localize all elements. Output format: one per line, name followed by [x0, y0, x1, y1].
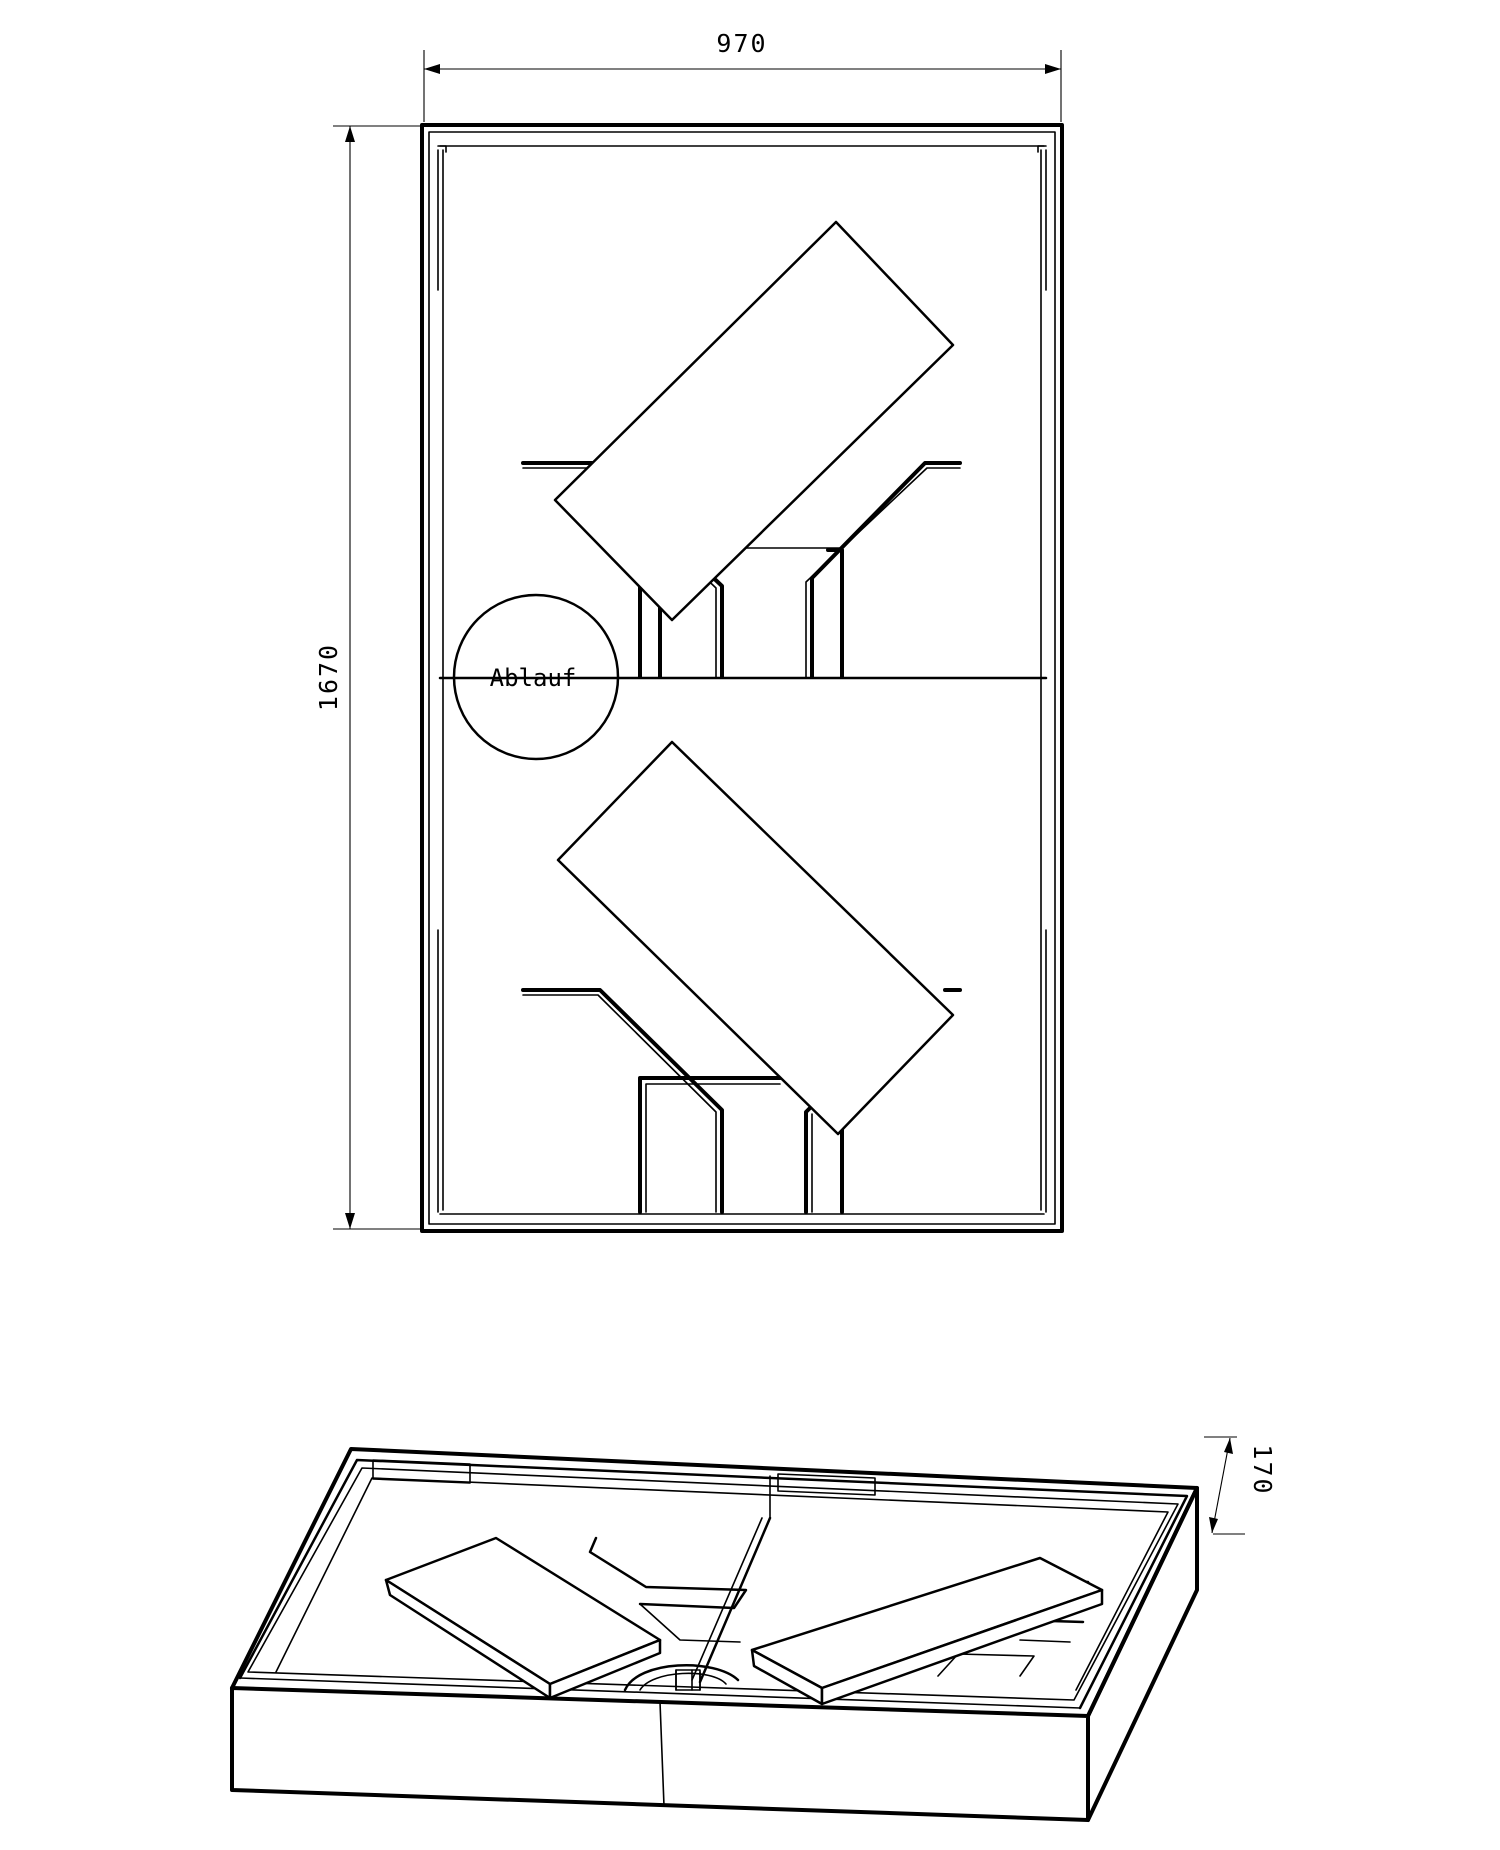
drain-ring-inner: [639, 1672, 727, 1691]
tray-frame-inner-edge: [428, 131, 1056, 1225]
drain-ring-outer: [623, 1664, 740, 1692]
center-seam-inner: [691, 1517, 763, 1681]
rim-top-outer: [230, 1447, 1199, 1718]
support-iso-right-2: [937, 1653, 1035, 1677]
board-iso-left: [384, 1536, 662, 1700]
rim-clip-right: [777, 1473, 876, 1496]
board-iso-right: [750, 1556, 1104, 1706]
support-iso-left-1: [588, 1536, 748, 1610]
isometric-view: 170: [230, 1436, 1277, 1822]
tray-corner-details: [437, 145, 1047, 153]
arrow-right: [1045, 64, 1061, 74]
rim-top-inner: [238, 1458, 1189, 1710]
support-leg-lower-left: [638, 1076, 782, 1214]
width-dimension: 970: [423, 29, 1062, 122]
plan-view: 970 1670 Ablauf: [314, 29, 1064, 1233]
base-right-face: [1086, 1486, 1199, 1822]
support-rail-upper-right-outer: [810, 461, 962, 679]
board-upper: [553, 220, 955, 622]
arrow-top: [345, 126, 355, 142]
rim-clip-left: [372, 1459, 471, 1484]
support-rail-lower-left-inner: [522, 994, 717, 1213]
support-rail-lower-left-outer: [521, 988, 724, 1214]
drain-label: Ablauf: [490, 664, 577, 692]
height-dimension-line: [1211, 1437, 1231, 1534]
drain-center: [675, 1669, 701, 1691]
base-front-seam: [659, 1701, 665, 1807]
support-rail-upper-right-inner: [805, 467, 961, 678]
height-dimension: 170: [1204, 1436, 1277, 1535]
board-iso-right-front: [820, 1588, 1104, 1706]
height-value: 170: [1248, 1444, 1277, 1495]
support-iso-left-2: [639, 1603, 741, 1643]
drain-circle: [452, 593, 620, 761]
rim-front-edge: [239, 1677, 1081, 1709]
support-leg-upper-right: [826, 548, 844, 679]
center-seam: [698, 1516, 772, 1684]
tray-outer-frame: [420, 123, 1064, 1233]
drain: Ablauf: [452, 593, 620, 761]
length-dimension: 1670: [314, 125, 420, 1230]
support-leg-lower-left-inner: [645, 1083, 781, 1213]
board-iso-left-front: [548, 1638, 662, 1700]
arrow-bottom: [345, 1213, 355, 1229]
support-frame-lower: [521, 988, 962, 1214]
arrow-height-bottom: [1209, 1517, 1218, 1533]
arrow-height-top: [1224, 1438, 1233, 1454]
board-lower: [556, 740, 955, 1136]
arrow-left: [424, 64, 440, 74]
length-value: 1670: [314, 643, 343, 711]
width-value: 970: [716, 29, 767, 58]
tray-inner-walls: [442, 149, 1042, 1211]
support-iso-right-3: [1019, 1639, 1071, 1643]
drain-iso: [623, 1664, 740, 1692]
